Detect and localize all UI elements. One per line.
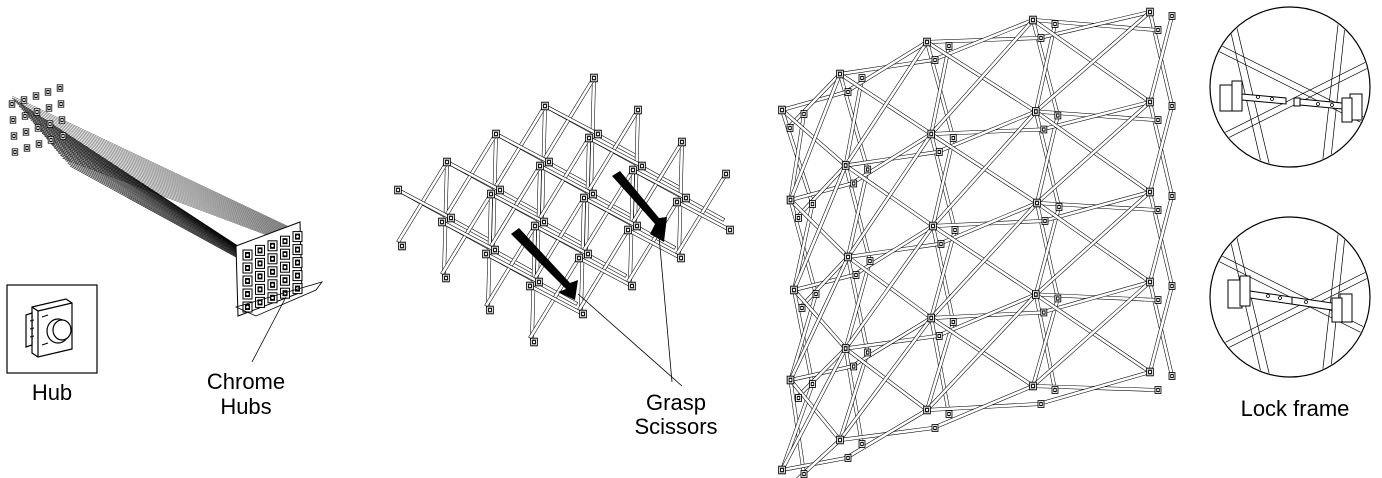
partially-opened-frame [394,73,734,347]
chrome-hubs-label-line1: Chrome [206,369,286,394]
hub-inset [6,284,98,374]
hub-label: Hub [31,380,73,405]
hub-connector-icon [25,298,73,358]
grasp-scissors-label-line1: Grasp [646,390,706,415]
chrome-hubs-label-line2: Hubs [220,394,272,419]
push-arrow-icon [612,171,667,242]
grasp-scissors-label-line2: Scissors [634,414,718,439]
chrome-hubs-pointer [234,281,324,317]
grasp-leader-1 [577,293,683,387]
grasp-leader-2 [658,235,673,383]
lock-detail-open [1209,6,1371,168]
lock-frame-label: Lock frame [1240,396,1350,421]
lock-detail-closed [1209,216,1371,378]
chrome-hubs-leader [251,296,287,363]
push-arrow-icon [511,228,578,300]
collapsed-frame-bundle [8,84,303,317]
expanded-curved-frame [778,7,1176,478]
